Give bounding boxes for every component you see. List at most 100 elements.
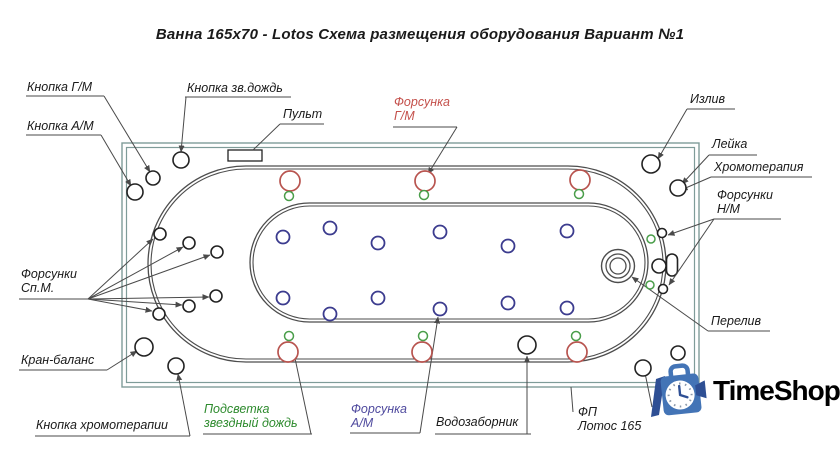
label-vodozabornik: Водозаборник — [436, 415, 519, 429]
led-light-marker — [283, 190, 295, 202]
timeshop-logo: TimeShop — [650, 362, 840, 420]
deck-fixture-marker — [656, 227, 668, 239]
label-hromoterapiya: Хромотерапия — [714, 160, 804, 174]
clock-ticks — [667, 382, 693, 408]
label-knopka-hromoterapii: Кнопка хромотерапии — [36, 418, 168, 432]
deck-fixture-marker — [182, 299, 196, 313]
label-knopka-zv-dozhd: Кнопка зв.дождь — [187, 81, 283, 95]
hydro-jet-marker — [566, 341, 588, 363]
deck-fixture-marker — [209, 289, 223, 303]
air-jet-marker — [432, 301, 448, 317]
led-light-marker — [573, 188, 585, 200]
deck-fixture-marker — [153, 227, 167, 241]
label-forsunki-spm: Форсунки Сп.М. — [21, 267, 77, 295]
leader-line — [100, 134, 132, 187]
drain-middle-ring — [605, 253, 631, 279]
leader-line — [87, 238, 154, 300]
leader-line — [103, 95, 151, 173]
led-light-marker — [646, 234, 656, 244]
label-pereliv: Перелив — [711, 314, 762, 328]
hydro-jet-marker — [279, 170, 301, 192]
label-pult: Пульт — [283, 107, 323, 121]
label-knopka-am: Кнопка А/М — [27, 119, 94, 133]
tub-rim-outer — [147, 165, 667, 363]
led-light-marker — [417, 330, 429, 342]
deck-fixture-marker — [651, 258, 667, 274]
label-forsunka-am: Форсунка А/М — [351, 402, 407, 430]
deck-fixture-marker — [172, 151, 190, 169]
air-jet-marker — [559, 223, 575, 239]
overflow-slot — [665, 253, 679, 277]
hydro-jet-marker — [569, 169, 591, 191]
leader-line — [87, 294, 210, 301]
leader-line — [570, 386, 574, 413]
leader-line — [106, 350, 138, 371]
deck-fixture-marker — [134, 337, 154, 357]
leader-line — [419, 316, 440, 434]
deck-fixture-marker — [517, 335, 537, 355]
leader-line — [87, 246, 184, 300]
control-panel — [227, 149, 263, 162]
leader-line — [667, 218, 715, 236]
deck-fixture-marker — [657, 283, 669, 295]
frame-outer — [121, 142, 700, 388]
deck-fixture-marker — [641, 154, 661, 174]
air-jet-marker — [500, 238, 516, 254]
label-fp-lotos-165: ФП Лотос 165 — [578, 405, 642, 433]
leader-line — [681, 154, 710, 185]
tub-floor-outer — [249, 202, 649, 323]
label-kran-balans: Кран-баланс — [21, 353, 95, 367]
leader-line — [644, 372, 653, 408]
equipment-markers — [126, 151, 687, 377]
clock-hands — [677, 384, 689, 399]
label-knopka-gm: Кнопка Г/М — [27, 80, 93, 94]
tub-floor — [249, 202, 649, 323]
deck-fixture-marker — [182, 236, 196, 250]
bath-frame — [121, 142, 700, 388]
drain-inner-ring — [609, 257, 627, 275]
led-light-marker — [283, 330, 295, 342]
deck-fixture-marker — [210, 245, 224, 259]
leader-lines — [19, 95, 812, 437]
logo-flag — [695, 380, 707, 399]
air-jet-marker — [370, 290, 386, 306]
leader-line — [657, 108, 688, 160]
deck-fixture-marker — [670, 345, 686, 361]
deck-fixture-marker — [669, 179, 687, 197]
deck-fixture-marker — [126, 183, 144, 201]
hydro-jet-marker — [411, 341, 433, 363]
label-leika: Лейка — [712, 137, 748, 151]
leader-line — [176, 373, 191, 437]
deck-fixture-marker — [145, 170, 161, 186]
leader-line — [668, 218, 715, 286]
leader-line — [427, 126, 458, 175]
air-jet-marker — [500, 295, 516, 311]
deck-fixture-marker — [634, 359, 652, 377]
leader-line — [87, 298, 183, 308]
air-jet-marker — [322, 306, 338, 322]
drain — [600, 248, 636, 284]
led-light-marker — [570, 330, 582, 342]
label-podsvetka-zvezdny-dozhd: Подсветка звездный дождь — [204, 402, 298, 430]
tub-floor-inner — [252, 205, 646, 320]
page-title: Ванна 165x70 - Lotos Схема размещения об… — [155, 26, 685, 43]
air-jet-marker — [432, 224, 448, 240]
timeshop-logo-text: TimeShop — [713, 375, 840, 406]
tub-rim-inner — [150, 168, 664, 360]
leader-line — [87, 298, 153, 313]
deck-fixture-marker — [167, 357, 185, 375]
led-light-marker — [418, 189, 430, 201]
air-jet-marker — [322, 220, 338, 236]
label-forsunka-gm: Форсунка Г/М — [394, 95, 450, 123]
air-jet-marker — [559, 300, 575, 316]
label-forsunki-nm: Форсунки Н/М — [717, 188, 773, 216]
leader-line — [252, 123, 281, 151]
leader-line — [178, 96, 187, 153]
air-jet-marker — [370, 235, 386, 251]
timeshop-clock-icon — [651, 363, 707, 417]
leader-line — [631, 276, 709, 332]
hydro-jet-marker — [277, 341, 299, 363]
tub-rim — [147, 165, 667, 363]
